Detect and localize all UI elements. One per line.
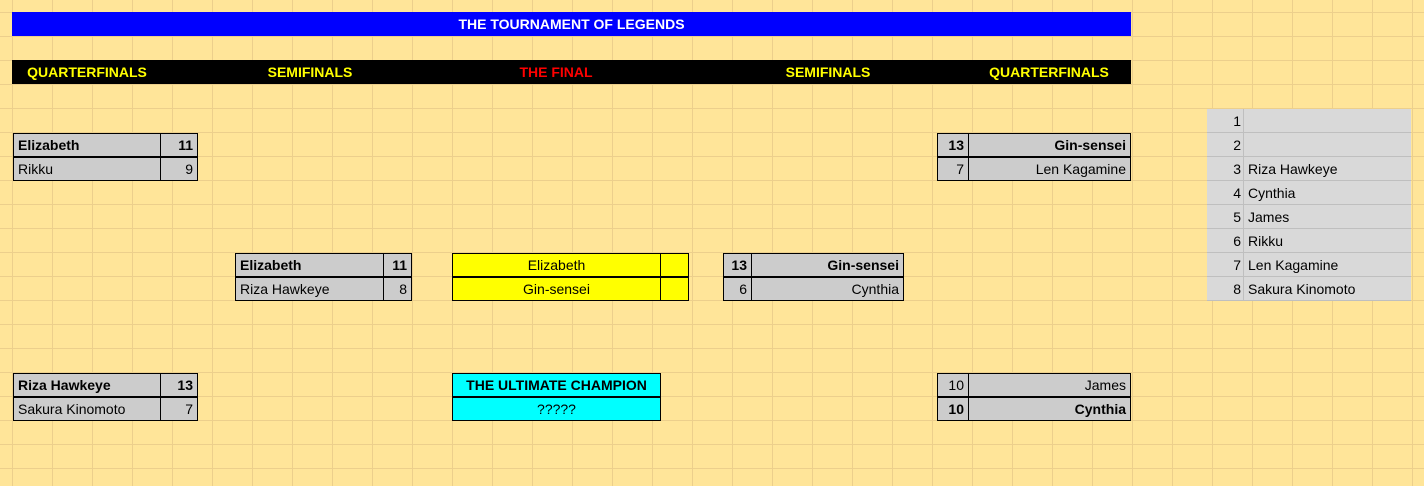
right-qf2-player1-name[interactable]: James — [968, 373, 1131, 397]
right-qf1-player2-score[interactable]: 7 — [937, 157, 969, 181]
right-sf-player1-name[interactable]: Gin-sensei — [751, 253, 904, 277]
final-player1-name[interactable]: Elizabeth — [452, 253, 661, 277]
left-qf2-player1-name[interactable]: Riza Hawkeye — [13, 373, 161, 397]
left-qf2-player2-name[interactable]: Sakura Kinomoto — [13, 397, 161, 421]
left-qf1-player2-name[interactable]: Rikku — [13, 157, 161, 181]
right-qf1-player1-score[interactable]: 13 — [937, 133, 969, 157]
seed-number[interactable]: 4 — [1207, 181, 1243, 205]
seed-name[interactable]: Len Kagamine — [1243, 253, 1411, 277]
seed-name[interactable]: Cynthia — [1243, 181, 1411, 205]
left-sf-player2-score[interactable]: 8 — [383, 277, 412, 301]
seed-number[interactable]: 8 — [1207, 277, 1243, 301]
seed-name[interactable] — [1243, 133, 1411, 157]
seed-number[interactable]: 1 — [1207, 109, 1243, 133]
right-sf-player2-score[interactable]: 6 — [723, 277, 752, 301]
right-sf-player2-name[interactable]: Cynthia — [751, 277, 904, 301]
seed-number[interactable]: 5 — [1207, 205, 1243, 229]
round-label-right-quarterfinals: QUARTERFINALS — [989, 64, 1109, 80]
round-label-left-semifinals: SEMIFINALS — [267, 64, 353, 80]
right-qf1-player2-name[interactable]: Len Kagamine — [968, 157, 1131, 181]
round-header-strip — [12, 60, 1131, 84]
left-sf-player1-score[interactable]: 11 — [383, 253, 412, 277]
final-player2-name[interactable]: Gin-sensei — [452, 277, 661, 301]
seed-name[interactable]: Sakura Kinomoto — [1243, 277, 1411, 301]
seed-name[interactable]: Rikku — [1243, 229, 1411, 253]
seed-name[interactable]: James — [1243, 205, 1411, 229]
champion-value[interactable]: ????? — [452, 397, 661, 421]
right-qf2-player1-score[interactable]: 10 — [937, 373, 969, 397]
left-qf2-player2-score[interactable]: 7 — [160, 397, 198, 421]
seed-number[interactable]: 7 — [1207, 253, 1243, 277]
seed-number[interactable]: 3 — [1207, 157, 1243, 181]
final-player1-score[interactable] — [660, 253, 689, 277]
seed-name[interactable] — [1243, 109, 1411, 133]
champion-label: THE ULTIMATE CHAMPION — [452, 373, 661, 397]
seed-number[interactable]: 6 — [1207, 229, 1243, 253]
right-qf2-player2-score[interactable]: 10 — [937, 397, 969, 421]
right-qf2-player2-name[interactable]: Cynthia — [968, 397, 1131, 421]
left-qf1-player1-score[interactable]: 11 — [160, 133, 198, 157]
final-player2-score[interactable] — [660, 277, 689, 301]
round-label-right-semifinals: SEMIFINALS — [785, 64, 871, 80]
left-qf1-player1-name[interactable]: Elizabeth — [13, 133, 161, 157]
tournament-title: THE TOURNAMENT OF LEGENDS — [12, 12, 1131, 36]
seed-number[interactable]: 2 — [1207, 133, 1243, 157]
left-qf1-player2-score[interactable]: 9 — [160, 157, 198, 181]
round-label-left-quarterfinals: QUARTERFINALS — [27, 64, 147, 80]
right-sf-player1-score[interactable]: 13 — [723, 253, 752, 277]
right-qf1-player1-name[interactable]: Gin-sensei — [968, 133, 1131, 157]
round-label-final: THE FINAL — [519, 64, 593, 80]
left-qf2-player1-score[interactable]: 13 — [160, 373, 198, 397]
left-sf-player1-name[interactable]: Elizabeth — [235, 253, 384, 277]
seed-name[interactable]: Riza Hawkeye — [1243, 157, 1411, 181]
left-sf-player2-name[interactable]: Riza Hawkeye — [235, 277, 384, 301]
